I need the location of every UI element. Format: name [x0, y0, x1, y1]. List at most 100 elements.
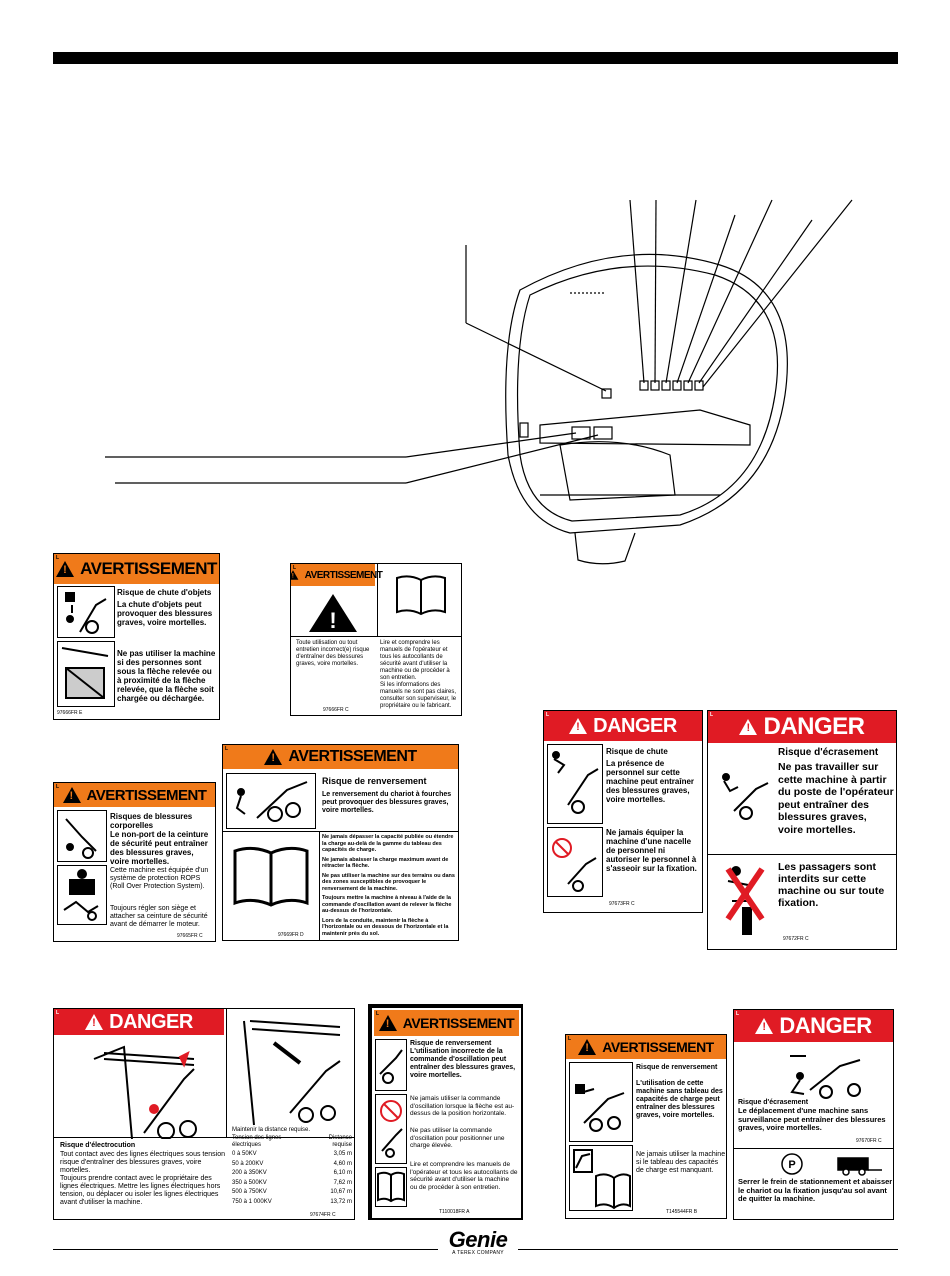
pictogram-cell	[375, 1039, 407, 1091]
decal-header: L AVERTISSEMENT	[374, 1010, 519, 1036]
header-text: DANGER	[109, 1010, 193, 1033]
manuals-left-text: Toute utilisation ou tout entretien inco…	[296, 640, 370, 667]
decal-header: L AVERTISSEMENT	[54, 554, 219, 584]
electro-table-title: Maintenir la distance requise.	[232, 1127, 311, 1133]
decal-header: L DANGER	[734, 1010, 893, 1042]
leader-10b	[405, 434, 599, 484]
decal-slot-10	[519, 422, 529, 438]
header-text: DANGER	[763, 713, 865, 740]
electro-col2: Distance requise	[328, 1135, 352, 1148]
rule-item: Lors de la conduite, maintenir la flèche…	[322, 917, 449, 937]
corner-mark: L	[568, 1036, 571, 1042]
pictogram-cell	[547, 744, 603, 824]
decal-code: 97673FR C	[609, 901, 635, 907]
tipover-machine-icon	[235, 781, 308, 822]
corner-mark: L	[293, 565, 296, 571]
corner-mark: L	[225, 746, 228, 752]
electro-col1: Tension des lignes électriques	[232, 1135, 282, 1148]
load-chart-book-icon	[573, 1149, 631, 1210]
tipover-rules: Ne jamais dépasser la capacité publiée o…	[322, 834, 456, 937]
decal-slot-6	[683, 380, 693, 391]
divider	[223, 831, 458, 832]
divider	[319, 831, 320, 940]
decal-header: L AVERTISSEMENT	[291, 564, 383, 586]
no-platform-icon	[552, 838, 597, 892]
loadchart-title: Risque de renversement	[636, 1064, 718, 1071]
oscillation-machine-icon	[379, 1049, 403, 1084]
pictogram-cell-2	[547, 827, 603, 897]
corner-mark: L	[736, 1011, 739, 1017]
seatbelt-adjust: Toujours régler son siège et attacher sa…	[110, 905, 208, 928]
pictogram-cell-2	[375, 1094, 407, 1164]
leader-1b	[465, 322, 607, 392]
crush-seat-title: Risque d'écrasement	[778, 747, 879, 758]
corner-mark: L	[376, 1011, 379, 1017]
decal-slot-7	[694, 380, 704, 391]
fall-body: La présence de personnel sur cette machi…	[606, 759, 695, 804]
loadchart-body: L'utilisation de cette machine sans tabl…	[636, 1080, 723, 1119]
crush-park-instruction: Serrer le frein de stationnement et abai…	[738, 1177, 893, 1203]
decal-load-chart: L AVERTISSEMENT Risque de renversement L…	[565, 1034, 727, 1219]
header-text: AVERTISSEMENT	[86, 786, 207, 804]
divider	[377, 564, 378, 636]
decal-crush-park: L DANGER Risque d'écrasement Le déplacem…	[733, 1009, 894, 1220]
warning-triangle-icon	[291, 570, 299, 580]
header-text: AVERTISSEMENT	[402, 1015, 515, 1031]
crush-seat-passengers: Les passagers sont interdits sur cette m…	[778, 861, 885, 909]
decal-slot-5	[672, 380, 682, 391]
decal-code: 97666FR E	[57, 710, 83, 716]
pictogram-cell	[569, 1062, 633, 1142]
leader-8	[702, 199, 853, 388]
decal-code: 97674FR C	[310, 1212, 336, 1218]
pictogram-cell-2	[57, 865, 107, 925]
decal-header: L DANGER	[54, 1009, 224, 1035]
header-text: DANGER	[779, 1013, 872, 1038]
corner-mark: L	[56, 555, 59, 561]
decal-code: 97665FR C	[177, 933, 203, 939]
header-text: AVERTISSEMENT	[304, 569, 383, 581]
fall-title: Risque de chute	[606, 747, 668, 756]
cab-inner	[516, 265, 779, 522]
seatbelt-rops: Cette machine est équipée d'un système d…	[110, 867, 209, 890]
manuals-right-text-2: Si les informations des manuels ne sont …	[380, 682, 457, 709]
danger-triangle-icon	[85, 1014, 104, 1030]
logo-tagline: A TEREX COMPANY	[452, 1250, 504, 1256]
lowered-fork-icon	[830, 1152, 884, 1176]
falling-body: La chute d'objets peut provoquer des ble…	[117, 600, 213, 627]
corner-mark: L	[56, 1010, 59, 1016]
header-text: AVERTISSEMENT	[80, 559, 217, 578]
corner-mark: L	[56, 784, 59, 790]
decal-code: 97666FR C	[323, 707, 349, 713]
divider	[54, 1137, 354, 1138]
crush-seat-body: Ne pas travailler sur cette machine à pa…	[778, 761, 894, 836]
no-oscillation-icon	[380, 1100, 403, 1158]
falling-instruction: Ne pas utiliser la machine si des person…	[117, 649, 216, 703]
decal-slot-1	[601, 388, 612, 399]
falling-load-icon	[65, 592, 107, 634]
seat	[559, 441, 676, 501]
decal-code: 97669FR D	[278, 932, 304, 938]
leader-7	[698, 219, 813, 384]
pictogram-cell-2	[57, 641, 115, 707]
danger-triangle-icon	[739, 719, 758, 735]
svg-text:!: !	[329, 608, 336, 633]
header-text: AVERTISSEMENT	[602, 1039, 714, 1055]
seated-operator-icon	[63, 869, 99, 921]
distance-required-icon	[230, 1013, 354, 1129]
person-falling-icon	[552, 751, 599, 814]
crush-machine-icon	[714, 751, 772, 831]
seatbelt-title: Risques de blessures corporelles	[110, 812, 193, 830]
decal-falling-objects: L AVERTISSEMENT Risque de chute d'objets…	[53, 553, 220, 720]
book-icon	[377, 1171, 405, 1203]
rule-item: Ne jamais abaisser la charge maximum ava…	[322, 856, 449, 870]
book-icon	[393, 572, 449, 618]
crush-park-title: Risque d'écrasement	[738, 1099, 809, 1106]
pictogram-cell	[57, 586, 115, 638]
leader-9b	[405, 432, 577, 458]
decal-electrocution: L DANGER Risque d'électrocution Tout con…	[53, 1008, 355, 1220]
